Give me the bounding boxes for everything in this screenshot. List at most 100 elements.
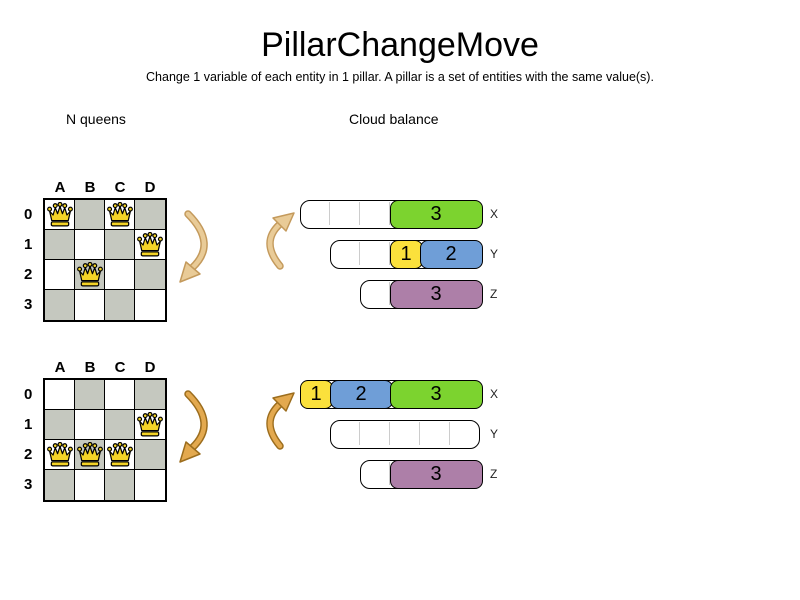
chessboard [43, 198, 167, 322]
capacity-divider [419, 422, 420, 445]
queen-icon [76, 441, 103, 466]
computer-label: X [490, 207, 499, 221]
column-header: C [114, 179, 126, 196]
board-cell [45, 470, 75, 500]
nqueens-board-before: A B C D 0 1 2 3 [24, 180, 184, 322]
board-cell [135, 380, 165, 410]
board-cell [135, 410, 165, 440]
queen-icon [106, 201, 133, 226]
computer-label: Y [490, 427, 499, 441]
column-headers: A B C D [45, 180, 184, 196]
column-header: A [54, 359, 66, 376]
capacity-divider [359, 202, 360, 225]
board-cell [105, 410, 135, 440]
computer-bar-z: 3 [360, 459, 483, 489]
row-header: 3 [24, 296, 33, 313]
move-up-arrow-icon [266, 212, 295, 270]
board-cell [105, 290, 135, 320]
process-block: 2 [329, 379, 393, 409]
process-block: 2 [419, 239, 483, 269]
board-cell [75, 230, 105, 260]
process-block: 1 [299, 379, 333, 409]
move-down-arrow-icon [179, 390, 208, 463]
row-header: 0 [24, 206, 33, 223]
row-header: 1 [24, 416, 33, 433]
computer-label: Z [490, 467, 498, 481]
board-cell [75, 200, 105, 230]
process-block: 3 [389, 379, 483, 409]
capacity-divider [329, 202, 330, 225]
computer-label: Z [490, 287, 498, 301]
process-block: 1 [389, 239, 423, 269]
board-cell [75, 290, 105, 320]
board-cell [105, 260, 135, 290]
board-cell [75, 440, 105, 470]
row-headers: 0 1 2 3 [24, 378, 43, 502]
process-block: 3 [389, 459, 483, 489]
chessboard [43, 378, 167, 502]
move-up-arrow-icon [266, 392, 295, 450]
column-header: D [144, 179, 156, 196]
row-header: 2 [24, 446, 33, 463]
board-cell [105, 440, 135, 470]
board-cell [45, 260, 75, 290]
board-cell [45, 440, 75, 470]
board-cell [135, 290, 165, 320]
row-header: 1 [24, 236, 33, 253]
column-header: B [84, 179, 96, 196]
nqueens-board-after: A B C D 0 1 2 3 [24, 360, 184, 502]
column-header: A [54, 179, 66, 196]
section-label-cloud-balance: Cloud balance [349, 111, 439, 127]
board-cell [75, 380, 105, 410]
board-cell [45, 230, 75, 260]
column-header: D [144, 359, 156, 376]
computer-bar-x: 3 [300, 199, 483, 229]
row-header: 2 [24, 266, 33, 283]
computer-bar-z: 3 [360, 279, 483, 309]
process-block: 3 [389, 199, 483, 229]
board-cell [105, 470, 135, 500]
board-cell [45, 380, 75, 410]
board-cell [135, 200, 165, 230]
computer-bar-y [330, 420, 480, 449]
queen-icon [137, 411, 163, 436]
board-cell [135, 260, 165, 290]
capacity-divider [389, 422, 390, 445]
computer-label: X [490, 387, 499, 401]
capacity-divider [449, 422, 450, 445]
board-cell [75, 410, 105, 440]
board-cell [75, 260, 105, 290]
move-down-arrow-icon [179, 210, 208, 283]
board-cell [45, 410, 75, 440]
board-cell [135, 230, 165, 260]
computer-label: Y [490, 247, 499, 261]
row-headers: 0 1 2 3 [24, 198, 43, 322]
process-block: 3 [389, 279, 483, 309]
queen-icon [137, 231, 163, 256]
board-cell [135, 470, 165, 500]
capacity-divider [359, 422, 360, 445]
queen-icon [106, 441, 133, 466]
queen-icon [46, 441, 73, 466]
board-cell [105, 200, 135, 230]
board-cell [135, 440, 165, 470]
column-header: B [84, 359, 96, 376]
row-header: 0 [24, 386, 33, 403]
column-header: C [114, 359, 126, 376]
column-headers: A B C D [45, 360, 184, 376]
queen-icon [76, 261, 103, 286]
page-title: PillarChangeMove [261, 26, 539, 64]
capacity-divider [359, 242, 360, 265]
board-cell [45, 290, 75, 320]
board-cell [75, 470, 105, 500]
board-cell [45, 200, 75, 230]
row-header: 3 [24, 476, 33, 493]
section-label-nqueens: N queens [66, 111, 126, 127]
queen-icon [46, 201, 73, 226]
page-subtitle: Change 1 variable of each entity in 1 pi… [146, 70, 654, 84]
